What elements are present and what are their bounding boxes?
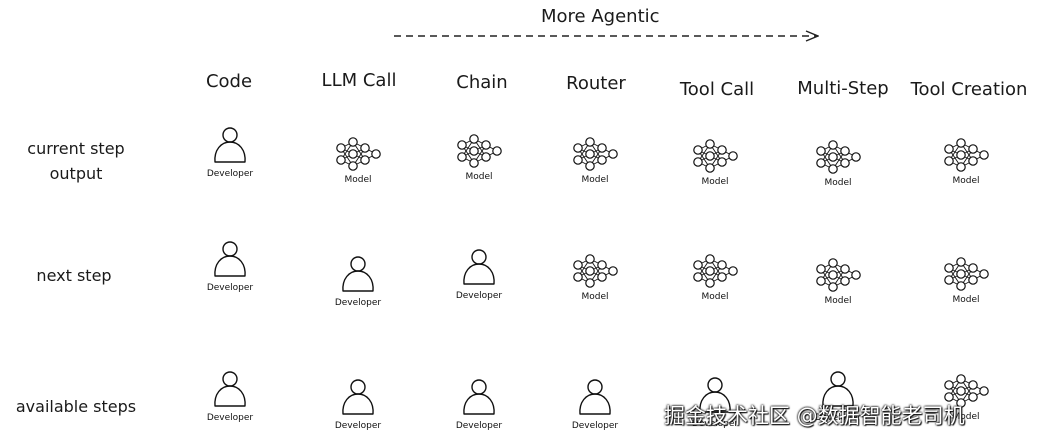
column-header-llm-call: LLM Call (321, 70, 397, 91)
row-label-line: next step (36, 266, 112, 285)
model-label: Model (344, 175, 371, 185)
developer-label: Developer (572, 421, 619, 431)
developer-label: Developer (335, 298, 382, 308)
row-label-line: output (49, 164, 103, 183)
developer-icon: Developer (335, 379, 382, 431)
model-label: Model (952, 176, 979, 186)
row-label-line: current step (27, 139, 125, 158)
developer-label: Developer (207, 283, 254, 293)
column-header-code: Code (205, 71, 253, 92)
developer-icon: Developer (815, 371, 862, 423)
column-header-chain: Chain (456, 72, 508, 93)
developer-icon: Developer (456, 379, 503, 431)
developer-icon: Developer (572, 379, 619, 431)
row-label-next-step: next step (20, 263, 128, 288)
model-label: Model (701, 292, 728, 302)
model-icon: Model (693, 139, 738, 187)
model-label: Model (581, 175, 608, 185)
model-icon: Model (944, 374, 989, 422)
watermark: 掘金技术社区 @数据智能老司机 (664, 404, 965, 428)
developer-icon: Developer (207, 127, 254, 179)
model-icon: Model (693, 254, 738, 302)
model-label: Model (701, 177, 728, 187)
developer-label: Developer (207, 413, 254, 423)
model-icon: Model (573, 254, 618, 302)
model-icon: Model (457, 134, 502, 182)
column-header-multi-step: Multi-Step (797, 78, 889, 99)
developer-icon: Developer (456, 249, 503, 301)
more-agentic-label: More Agentic (541, 6, 660, 27)
developer-label: Developer (815, 413, 862, 423)
model-label: Model (824, 296, 851, 306)
developer-label: Developer (456, 291, 503, 301)
model-icon: Model (816, 140, 861, 188)
column-header-tool-creation: Tool Creation (910, 79, 1028, 100)
column-header-tool-call: Tool Call (679, 79, 755, 100)
developer-label: Developer (207, 169, 254, 179)
developer-icon: Developer (335, 256, 382, 308)
row-label-available-steps: available steps (8, 394, 144, 419)
model-icon: Model (944, 138, 989, 186)
model-label: Model (824, 178, 851, 188)
column-header-router: Router (566, 73, 626, 94)
model-label: Model (952, 295, 979, 305)
developer-label: Developer (692, 419, 739, 429)
model-label: Model (952, 412, 979, 422)
row-label-line: available steps (15, 397, 137, 416)
model-label: Model (465, 172, 492, 182)
row-label-current-step-output: current step output (20, 136, 132, 186)
developer-label: Developer (335, 421, 382, 431)
model-icon: Model (816, 258, 861, 306)
model-icon: Model (336, 137, 381, 185)
model-label: Model (581, 292, 608, 302)
developer-label: Developer (456, 421, 503, 431)
developer-icon: Developer (692, 377, 739, 429)
model-icon: Model (573, 137, 618, 185)
developer-icon: Developer (207, 241, 254, 293)
developer-icon: Developer (207, 371, 254, 423)
model-icon: Model (944, 257, 989, 305)
